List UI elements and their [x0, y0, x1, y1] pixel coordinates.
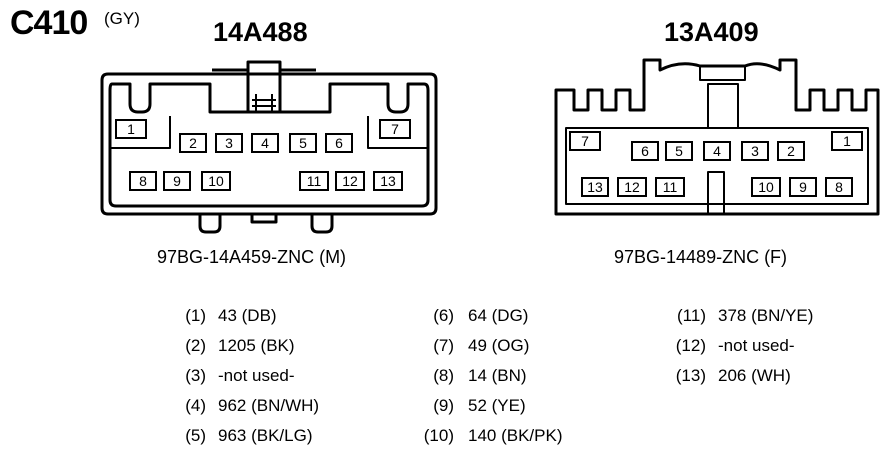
right-connector-pin-label: 3 — [751, 143, 759, 159]
pinout-circuit: 378 (BN/YE) — [718, 306, 814, 325]
left-connector-pin-box — [379, 119, 411, 139]
left-connector-pin-box — [289, 133, 317, 153]
right-connector-pin-box — [703, 141, 731, 161]
pinout-circuit: 1205 (BK) — [218, 336, 295, 355]
left-connector-pin-label: 6 — [335, 135, 343, 151]
right-connector-pin-label: 10 — [758, 179, 774, 195]
left-connector-pin-box — [373, 171, 403, 191]
pinout-circuit: 49 (OG) — [468, 336, 530, 355]
pinout-circuit: -not used- — [718, 336, 795, 355]
left-connector-pin-box — [251, 133, 279, 153]
left-connector-pin-box — [179, 133, 207, 153]
connector-color: (GY) — [104, 9, 140, 28]
right-connector-caption: 97BG-14489-ZNC (F) — [614, 247, 788, 267]
left-connector-part-number: 14A488 — [213, 17, 308, 47]
right-connector-pin-label: 9 — [799, 179, 807, 195]
right-connector-pin-box — [741, 141, 769, 161]
pinout-pin-number: (12) — [675, 336, 706, 355]
pinout-circuit: 206 (WH) — [718, 366, 791, 385]
pinout-circuit: 963 (BK/LG) — [218, 426, 313, 445]
pinout-circuit: 64 (DG) — [468, 306, 529, 325]
right-connector-pin-label: 6 — [641, 143, 649, 159]
right-connector-pin-box — [631, 141, 659, 161]
pinout-circuit: 43 (DB) — [218, 306, 277, 325]
pinout-pin-number: (7) — [433, 336, 454, 355]
pinout-pin-number: (13) — [675, 366, 706, 385]
right-connector-pin-label: 2 — [787, 143, 795, 159]
right-connector-pin-box — [777, 141, 805, 161]
pinout-pin-number: (6) — [433, 306, 454, 325]
left-connector-pin-label: 8 — [139, 173, 147, 189]
right-connector-pin-label: 11 — [663, 179, 678, 195]
right-connector-pin-box — [825, 177, 853, 197]
left-connector-pin-label: 1 — [127, 121, 135, 137]
connector-id: C410 — [10, 4, 88, 42]
left-connector-pin-label: 13 — [380, 173, 396, 189]
right-connector-pin-label: 1 — [843, 133, 851, 149]
left-connector-pin-label: 9 — [173, 173, 181, 189]
left-connector-caption: 97BG-14A459-ZNC (M) — [157, 247, 347, 267]
left-connector-pin-label: 12 — [342, 173, 358, 189]
left-connector-pin-box — [115, 119, 147, 139]
right-connector-part-number: 13A409 — [664, 17, 759, 47]
left-connector-pin-label: 4 — [261, 135, 269, 151]
left-connector-housing — [100, 60, 438, 234]
left-connector-pin-box — [325, 133, 353, 153]
pinout-pin-number: (9) — [433, 396, 454, 415]
pinout-pin-number: (3) — [185, 366, 206, 385]
right-connector-pin-box — [569, 131, 601, 151]
right-connector-pin-box — [665, 141, 693, 161]
pinout-circuit: -not used- — [218, 366, 295, 385]
left-connector-pin-box — [163, 171, 191, 191]
right-connector-pin-label: 12 — [624, 179, 640, 195]
left-connector-pin-label: 7 — [391, 121, 399, 137]
right-connector-pin-box — [751, 177, 781, 197]
right-connector-pin-box — [581, 177, 609, 197]
left-connector-pin-box — [129, 171, 157, 191]
pinout-pin-number: (8) — [433, 366, 454, 385]
right-connector-pin-box — [655, 177, 685, 197]
pinout-circuit: 52 (YE) — [468, 396, 526, 415]
pinout-circuit: 14 (BN) — [468, 366, 527, 385]
right-connector-pin-box — [617, 177, 647, 197]
left-connector-pin-box — [299, 171, 329, 191]
pinout-pin-number: (11) — [677, 306, 706, 325]
right-connector-pin-box — [831, 131, 863, 151]
pinout-pin-number: (10) — [423, 426, 454, 445]
left-connector-pin-box — [201, 171, 231, 191]
right-connector-pin-label: 4 — [713, 143, 721, 159]
left-connector-pin-box — [215, 133, 243, 153]
left-connector-pin-label: 10 — [208, 173, 224, 189]
left-connector-pin-label: 3 — [225, 135, 233, 151]
right-connector-pin-box — [789, 177, 817, 197]
left-connector-pin-label: 5 — [299, 135, 307, 151]
right-connector-housing — [554, 58, 880, 216]
right-connector-pins: 7 6 5 4 3 2 1 13 12 11 10 9 8 — [569, 131, 863, 197]
right-connector-pin-label: 13 — [587, 179, 603, 195]
pinout-circuit: 962 (BN/WH) — [218, 396, 320, 415]
right-connector-pin-label: 5 — [675, 143, 683, 159]
left-connector-pin-label: 2 — [189, 135, 197, 151]
pinout-pin-number: (1) — [185, 306, 206, 325]
pinout-pin-number: (4) — [185, 396, 206, 415]
right-connector-pin-label: 8 — [835, 179, 843, 195]
left-connector-pin-box — [335, 171, 365, 191]
right-connector-pin-label: 7 — [581, 133, 589, 149]
pinout-circuit: 140 (BK/PK) — [468, 426, 563, 445]
left-connector-pin-label: 11 — [307, 173, 322, 189]
pinout-pin-number: (2) — [185, 336, 206, 355]
pinout-pin-number: (5) — [185, 426, 206, 445]
